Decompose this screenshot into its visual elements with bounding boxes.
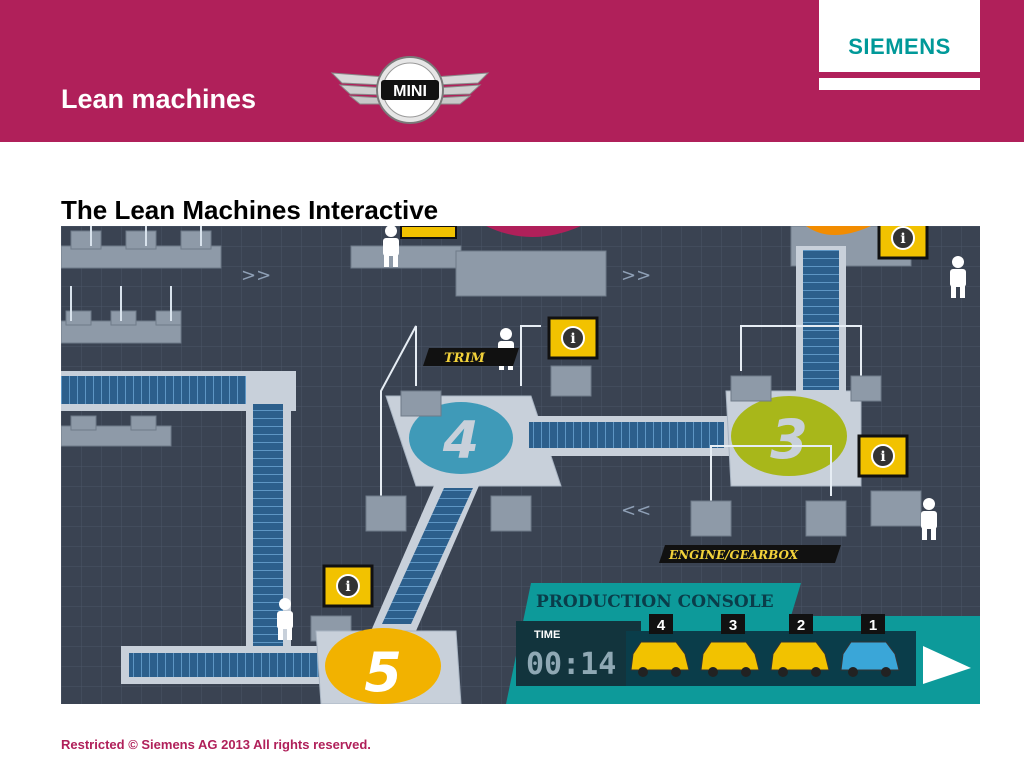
queued-car-1[interactable]: 1 xyxy=(840,614,900,677)
time-label: TIME xyxy=(534,629,560,641)
production-console[interactable]: PRODUCTION CONSOLE TIME 00:14 4 3 2 xyxy=(506,583,980,704)
queued-car-4[interactable]: 4 xyxy=(630,614,690,677)
engine-gearbox-label-text: ENGINE/GEARBOX xyxy=(668,548,799,562)
engine-gearbox-label: ENGINE/GEARBOX xyxy=(659,545,841,563)
queue-number-4: 4 xyxy=(657,617,666,634)
info-sign-engine[interactable]: i xyxy=(857,434,909,478)
left-side-machinery xyxy=(61,415,172,447)
station-5[interactable]: 5 xyxy=(315,628,462,704)
trim-label-text: TRIM xyxy=(444,351,486,366)
diagonal-conveyor-belt xyxy=(382,488,473,624)
station-5-number: 5 xyxy=(364,641,402,704)
info-sign-station-5[interactable]: i xyxy=(322,564,374,608)
queued-car-2[interactable]: 2 xyxy=(770,614,830,677)
queue-number-3: 3 xyxy=(729,617,737,634)
header-title: Lean machines xyxy=(61,84,257,114)
top-center-machinery xyxy=(350,245,607,297)
siemens-logo-text: SIEMENS xyxy=(848,34,951,59)
queue-number-1: 1 xyxy=(869,617,877,634)
floor-arrow-1: >> xyxy=(241,265,271,286)
top-left-rails xyxy=(70,226,202,321)
queued-car-3[interactable]: 3 xyxy=(700,614,760,677)
time-value: 00:14 xyxy=(526,647,616,682)
info-icon: i xyxy=(880,449,885,465)
floor-arrow-2: >> xyxy=(621,265,651,286)
info-sign-trim[interactable]: i xyxy=(547,316,599,360)
play-arrow-icon[interactable] xyxy=(923,646,971,684)
production-console-title: PRODUCTION CONSOLE xyxy=(536,592,774,612)
bridge-conveyor-belt xyxy=(529,422,724,448)
floor-arrow-3: << xyxy=(621,500,651,521)
station-4[interactable]: 4 xyxy=(385,395,562,487)
right-conveyor-belt xyxy=(803,250,839,390)
info-icon: i xyxy=(345,579,350,595)
slide-title: The Lean Machines Interactive xyxy=(61,195,439,225)
time-panel xyxy=(516,621,641,686)
info-sign-top xyxy=(400,226,457,239)
top-left-machinery xyxy=(61,230,222,344)
station-3-number: 3 xyxy=(770,408,808,471)
info-icon: i xyxy=(900,231,905,247)
station-machinery xyxy=(310,365,922,642)
info-sign-top-right[interactable]: i xyxy=(877,226,929,260)
station-2-partial xyxy=(486,226,581,237)
queue-number-2: 2 xyxy=(797,617,805,634)
mini-logo-text: MINI xyxy=(393,83,427,100)
station-orange-partial xyxy=(806,226,871,235)
lean-machines-interactive-scene[interactable]: >> >> << 4 3 xyxy=(61,226,980,704)
info-icon: i xyxy=(570,331,575,347)
station-rails xyxy=(380,325,862,506)
station-3[interactable]: 3 xyxy=(725,390,862,487)
mini-logo: MINI xyxy=(330,56,490,124)
footer-copyright: Restricted © Siemens AG 2013 All rights … xyxy=(61,737,371,752)
trim-label: TRIM xyxy=(423,348,519,366)
logo-underline xyxy=(819,78,980,90)
station-4-number: 4 xyxy=(442,411,479,471)
siemens-logo: SIEMENS xyxy=(819,0,980,72)
